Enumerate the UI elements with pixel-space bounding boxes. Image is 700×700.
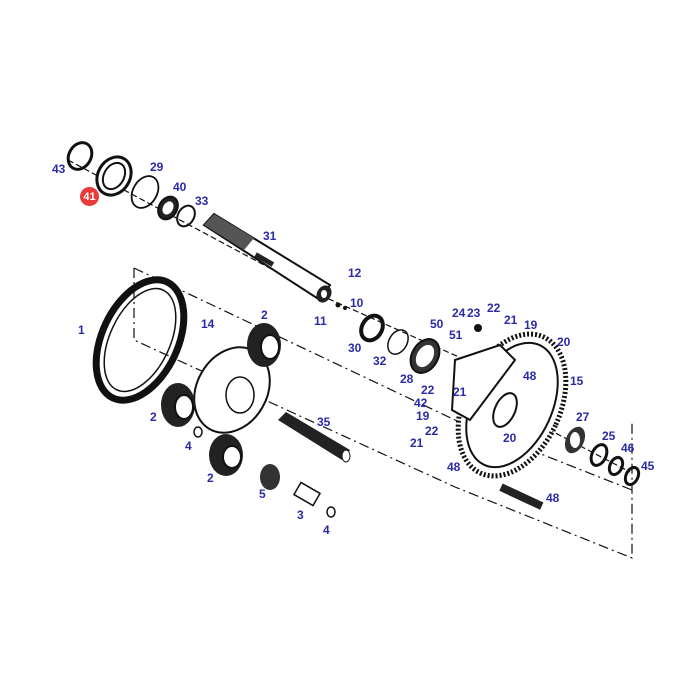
part-label: 22 bbox=[487, 301, 501, 315]
part-33-ring bbox=[176, 204, 196, 228]
part-29-ring bbox=[130, 175, 160, 209]
part-label: 21 bbox=[453, 385, 467, 399]
part-label: 2 bbox=[150, 410, 157, 424]
assembly-boundary bbox=[133, 267, 633, 559]
part-label: 5 bbox=[259, 487, 266, 501]
part-label: 30 bbox=[348, 341, 362, 355]
part-41-flange bbox=[95, 155, 133, 197]
part-label: 48 bbox=[523, 369, 537, 383]
part-label: 15 bbox=[570, 374, 584, 388]
part-label: 46 bbox=[621, 441, 635, 455]
part-label: 45 bbox=[641, 459, 655, 473]
part-label: 22 bbox=[425, 424, 439, 438]
part-14-carrier bbox=[193, 346, 271, 434]
part-label: 20 bbox=[557, 335, 571, 349]
part-label: 21 bbox=[410, 436, 424, 450]
part-3-pin bbox=[292, 481, 322, 507]
part-30-seal bbox=[359, 313, 385, 343]
part-15-housing bbox=[450, 331, 569, 479]
part-5-spring bbox=[260, 464, 280, 490]
part-45-ring bbox=[623, 465, 641, 487]
part-label: 25 bbox=[602, 429, 616, 443]
part-label: 14 bbox=[201, 317, 215, 331]
part-27-seal bbox=[564, 426, 586, 454]
part-label: 4 bbox=[185, 439, 192, 453]
part-label: 29 bbox=[150, 160, 164, 174]
part-label: 12 bbox=[348, 266, 362, 280]
part-label: 23 bbox=[467, 306, 481, 320]
part-label: 43 bbox=[52, 162, 66, 176]
part-label: 2 bbox=[261, 308, 268, 322]
part-label: 28 bbox=[400, 372, 414, 386]
part-32-ring bbox=[387, 329, 409, 355]
part-label: 48 bbox=[447, 460, 461, 474]
part-label: 1 bbox=[78, 323, 85, 337]
part-label: 10 bbox=[350, 296, 364, 310]
part-label: 2 bbox=[207, 471, 214, 485]
part-2-planet-gear bbox=[209, 434, 243, 476]
part-label: 31 bbox=[263, 229, 277, 243]
part-label: 33 bbox=[195, 194, 209, 208]
part-31-shaft bbox=[202, 212, 332, 303]
part-25-ring bbox=[589, 443, 609, 467]
part-label: 51 bbox=[449, 328, 463, 342]
part-label: 50 bbox=[430, 317, 444, 331]
part-label: 48 bbox=[546, 491, 560, 505]
part-label: 40 bbox=[173, 180, 187, 194]
part-2-planet-gear bbox=[161, 383, 195, 427]
part-2-planet-gear bbox=[247, 323, 281, 367]
part-label: 4 bbox=[323, 523, 330, 537]
part-label: 11 bbox=[314, 314, 327, 328]
part-label: 22 bbox=[421, 383, 435, 397]
part-label: 35 bbox=[317, 415, 331, 429]
part-40-bearing bbox=[157, 195, 179, 221]
part-35-shaft bbox=[278, 412, 351, 463]
part-1-ring-gear bbox=[92, 276, 188, 404]
part-46-ring bbox=[607, 455, 625, 477]
part-label: 24 bbox=[452, 306, 466, 320]
part-label: 19 bbox=[524, 318, 538, 332]
part-label: 21 bbox=[504, 313, 518, 327]
part-43-o-ring bbox=[66, 141, 94, 171]
part-label: 27 bbox=[576, 410, 590, 424]
part-label: 19 bbox=[416, 409, 430, 423]
part-label: 42 bbox=[414, 396, 428, 410]
part-label: 32 bbox=[373, 354, 387, 368]
part-28-seal bbox=[409, 338, 441, 374]
part-label: 3 bbox=[297, 508, 304, 522]
highlighted-part-label: 41 bbox=[80, 187, 99, 206]
part-label: 20 bbox=[503, 431, 517, 445]
